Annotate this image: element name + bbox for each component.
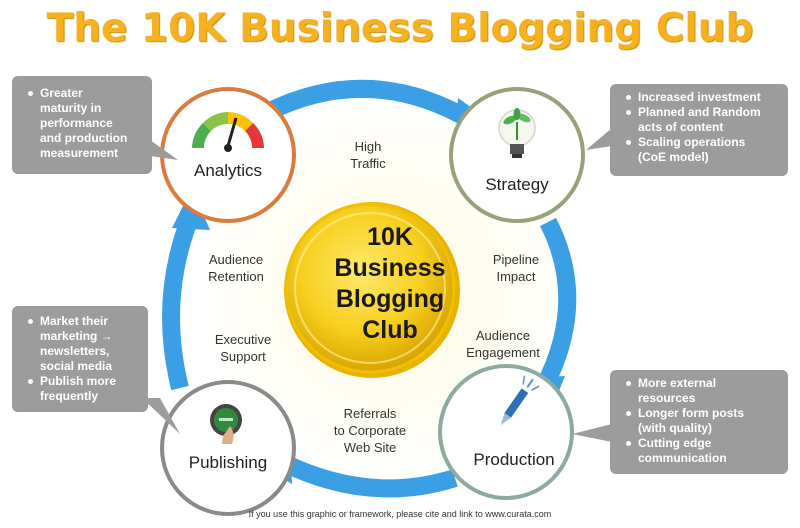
publish-button-icon xyxy=(210,404,242,444)
flow-label-executive-1: Executive xyxy=(215,332,271,347)
center-line-2: Business xyxy=(334,254,446,282)
arrow-production-to-publishing xyxy=(278,453,458,498)
flow-label-pipeline-2: Impact xyxy=(496,269,535,284)
production-callout-pointer xyxy=(572,424,612,442)
strategy-callout-item-2: Planned and Random acts of content xyxy=(624,105,784,135)
center-line-3: Blogging xyxy=(335,285,445,313)
flow-label-high-traffic-1: High xyxy=(355,139,382,154)
flow-label-referrals-2: to Corporate xyxy=(334,423,406,438)
flow-label-pipeline-1: Pipeline xyxy=(493,252,539,267)
publishing-callout-item-2: Publish more frequently xyxy=(26,374,144,404)
production-callout: More external resources Longer form post… xyxy=(610,370,788,474)
center-coin xyxy=(284,202,456,374)
lightbulb-plant-icon xyxy=(498,108,536,158)
flow-label-retention-2: Retention xyxy=(208,269,264,284)
strategy-callout-item-1: Increased investment xyxy=(624,90,784,105)
production-callout-item-2: Longer form posts (with quality) xyxy=(624,406,784,436)
analytics-callout-pointer xyxy=(150,140,178,160)
publishing-callout-item-1: Market their marketing → newsletters, so… xyxy=(26,314,144,374)
flow-label-engagement-1: Audience xyxy=(476,328,530,343)
pen-icon xyxy=(500,375,540,426)
analytics-callout: Greater maturity in performance and prod… xyxy=(12,76,152,174)
publishing-node xyxy=(160,380,296,516)
flow-label-retention-1: Audience xyxy=(209,252,263,267)
strategy-callout: Increased investment Planned and Random … xyxy=(610,84,788,176)
page-title: The 10K Business Blogging Club xyxy=(46,6,754,51)
publishing-callout: Market their marketing → newsletters, so… xyxy=(12,306,148,412)
flow-label-referrals-3: Web Site xyxy=(344,440,397,455)
strategy-callout-item-3: Scaling operations (CoE model) xyxy=(624,135,784,165)
production-label: Production xyxy=(473,450,554,469)
center-title: 10K Business Blogging Club xyxy=(300,222,480,346)
center-coin-rim xyxy=(294,212,446,364)
cycle-arrows xyxy=(162,79,577,498)
production-callout-item-3: Cutting edge communication xyxy=(624,436,784,466)
arrow-strategy-to-production xyxy=(536,217,577,390)
flow-labels: High Traffic Pipeline Impact Audience En… xyxy=(208,139,540,455)
strategy-label: Strategy xyxy=(485,175,549,194)
arrow-publishing-to-analytics xyxy=(162,214,199,391)
analytics-label: Analytics xyxy=(194,161,262,180)
strategy-callout-pointer xyxy=(586,128,612,150)
flow-label-executive-2: Support xyxy=(220,349,266,364)
center-line-1: 10K xyxy=(367,223,413,251)
flow-label-referrals-1: Referrals xyxy=(344,406,397,421)
gauge-icon xyxy=(192,112,264,152)
publishing-callout-pointer xyxy=(142,398,180,434)
production-node xyxy=(438,364,574,500)
analytics-callout-item: Greater maturity in performance and prod… xyxy=(26,86,146,161)
flow-label-high-traffic-2: Traffic xyxy=(350,156,386,171)
production-callout-item-1: More external resources xyxy=(624,376,784,406)
center-line-4: Club xyxy=(362,316,418,344)
publishing-label: Publishing xyxy=(189,453,267,472)
flow-label-engagement-2: Engagement xyxy=(466,345,540,360)
arrow-analytics-to-strategy xyxy=(264,79,475,128)
citation-footer: If you use this graphic or framework, pl… xyxy=(248,509,552,519)
analytics-node xyxy=(160,87,296,223)
